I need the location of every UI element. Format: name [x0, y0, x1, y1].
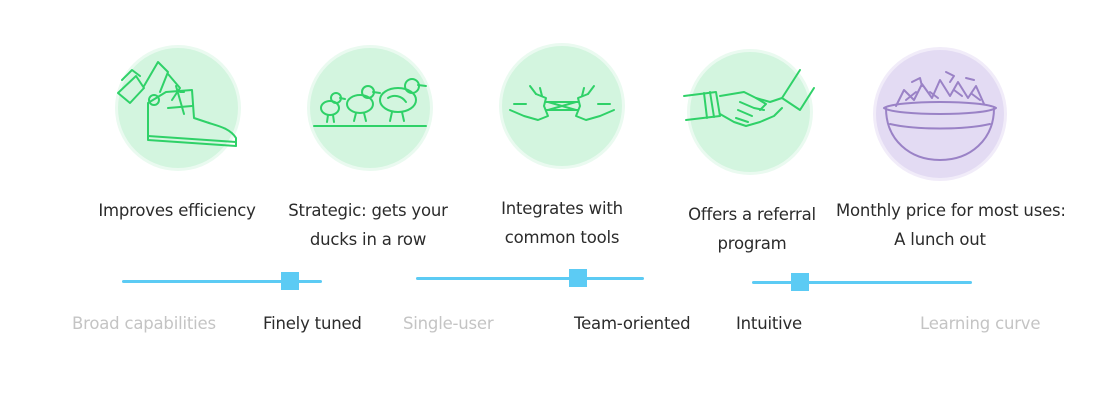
slider-capabilities[interactable]	[122, 272, 322, 292]
feature-caption-line: Strategic: gets your	[288, 201, 448, 220]
feature-caption: Monthly price for most uses: A lunch out	[836, 196, 1066, 254]
slider-track[interactable]	[416, 277, 644, 280]
scale-label-finely-tuned: Finely tuned	[263, 314, 362, 333]
scale-label-intuitive: Intuitive	[736, 314, 803, 333]
handshake-icon	[683, 52, 815, 172]
scale-label-team-oriented: Team-oriented	[574, 314, 691, 333]
slider-thumb[interactable]	[281, 272, 299, 290]
feature-caption: Integrates with common tools	[470, 194, 654, 252]
slider-learning[interactable]	[752, 273, 972, 293]
slider-thumb[interactable]	[791, 273, 810, 291]
boot-with-money-icon	[117, 48, 238, 168]
slider-team[interactable]	[416, 269, 644, 289]
scale-label-learning-curve: Learning curve	[920, 314, 1041, 333]
slider-track[interactable]	[122, 280, 322, 283]
feature-caption-line: common tools	[504, 228, 620, 247]
feature-caption-line: Integrates with	[501, 199, 623, 218]
scale-label-broad-capabilities: Broad capabilities	[72, 314, 216, 333]
feature-caption-line: program	[717, 234, 787, 253]
feature-caption-line: Offers a referral	[688, 205, 816, 224]
slider-track[interactable]	[752, 281, 972, 284]
salad-bowl-icon	[876, 50, 1004, 178]
ducks-in-a-row-icon	[310, 48, 430, 168]
feature-caption-line: A lunch out	[894, 230, 986, 249]
feature-caption-line: ducks in a row	[309, 230, 427, 249]
feature-caption-line: Improves efficiency	[98, 201, 256, 220]
feature-caption-line: Monthly price for most uses:	[836, 201, 1066, 220]
slider-thumb[interactable]	[568, 269, 587, 287]
feature-caption: Improves efficiency	[86, 196, 268, 225]
integrating-hands-icon	[502, 46, 622, 166]
feature-caption: Offers a referral program	[660, 200, 844, 258]
scale-label-single-user: Single-user	[403, 314, 494, 333]
feature-caption: Strategic: gets your ducks in a row	[276, 196, 460, 254]
